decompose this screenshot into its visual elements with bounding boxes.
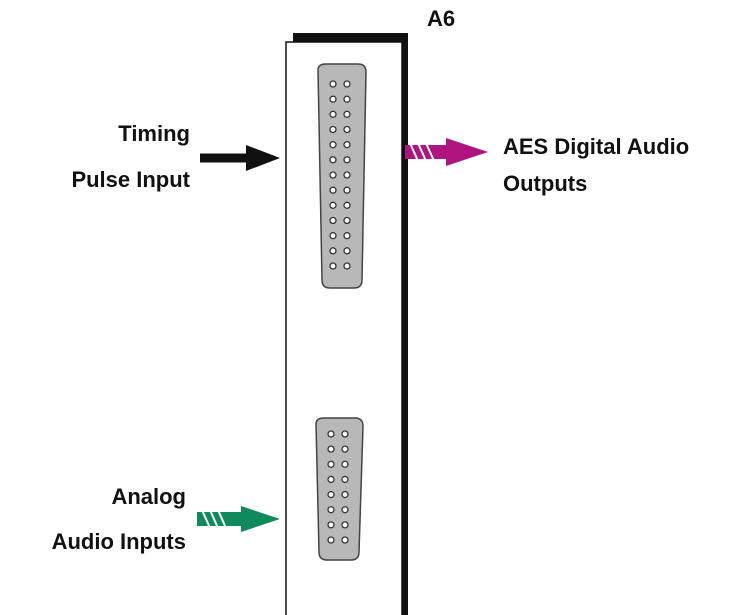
connector-pin bbox=[329, 262, 337, 270]
analog-label-line1: Analog bbox=[111, 484, 186, 509]
connector-pin bbox=[329, 80, 337, 88]
connector-pin bbox=[343, 186, 351, 194]
connector-pin bbox=[341, 506, 349, 514]
connector-pin bbox=[329, 216, 337, 225]
connector-pin bbox=[327, 475, 335, 484]
connector-pin bbox=[343, 216, 351, 225]
connector-pin bbox=[329, 201, 337, 209]
connector-pin bbox=[329, 186, 337, 194]
connector-pin bbox=[343, 80, 351, 88]
connector-pin bbox=[343, 95, 351, 103]
analog-input-arrow bbox=[197, 506, 280, 532]
connector-pin bbox=[343, 232, 351, 240]
connector-pin bbox=[329, 110, 337, 118]
board-label: A6 bbox=[427, 6, 455, 31]
connector-pin bbox=[341, 475, 349, 484]
card-top-edge bbox=[293, 33, 408, 43]
connector-pin bbox=[343, 141, 351, 149]
aes-arrow-hatching bbox=[409, 142, 435, 162]
aes-label-line1: AES Digital Audio bbox=[503, 134, 689, 159]
connector-pin bbox=[341, 445, 349, 453]
connector-pin bbox=[327, 490, 335, 499]
connector-pin bbox=[343, 262, 351, 270]
aes-label-line2: Outputs bbox=[503, 171, 587, 196]
connector-pin bbox=[343, 201, 351, 209]
timing-label-line1: Timing bbox=[118, 121, 190, 146]
connector-pin bbox=[329, 156, 337, 164]
connector-pin bbox=[327, 536, 335, 544]
connector-pin bbox=[327, 445, 335, 453]
timing-arrow-head bbox=[246, 145, 280, 171]
timing-input-arrow bbox=[200, 145, 280, 171]
db25-connector bbox=[317, 63, 367, 289]
timing-label-line2: Pulse Input bbox=[71, 167, 190, 192]
connector-pin bbox=[329, 125, 337, 134]
connector-pin bbox=[327, 430, 335, 438]
connector-pin bbox=[341, 460, 349, 468]
db15-connector bbox=[315, 417, 364, 561]
analog-arrow-hatching bbox=[201, 509, 227, 529]
connector-pin bbox=[329, 141, 337, 149]
analog-arrow-head bbox=[241, 506, 280, 532]
connector-pin bbox=[341, 490, 349, 499]
db15-shell bbox=[315, 417, 364, 561]
connector-pin bbox=[327, 506, 335, 514]
connector-pin bbox=[343, 110, 351, 118]
aes-arrow-head bbox=[446, 138, 488, 166]
connector-pin bbox=[329, 95, 337, 103]
db25-shell bbox=[317, 63, 367, 289]
connector-pin bbox=[329, 171, 337, 179]
analog-label-line2: Audio Inputs bbox=[52, 529, 186, 554]
connector-pin bbox=[341, 536, 349, 544]
db15-pins bbox=[327, 430, 349, 544]
connector-pin bbox=[329, 232, 337, 240]
db25-pins bbox=[329, 80, 351, 270]
connector-pin bbox=[341, 521, 349, 529]
connector-pin bbox=[343, 247, 351, 255]
connector-pin bbox=[343, 125, 351, 134]
connector-pin bbox=[341, 430, 349, 438]
connector-pin bbox=[329, 247, 337, 255]
connector-pin bbox=[343, 171, 351, 179]
connector-pin bbox=[343, 156, 351, 164]
aes-output-arrow bbox=[405, 138, 488, 166]
card-back-edge bbox=[398, 38, 408, 615]
connector-pin bbox=[327, 521, 335, 529]
connector-pin bbox=[327, 460, 335, 468]
